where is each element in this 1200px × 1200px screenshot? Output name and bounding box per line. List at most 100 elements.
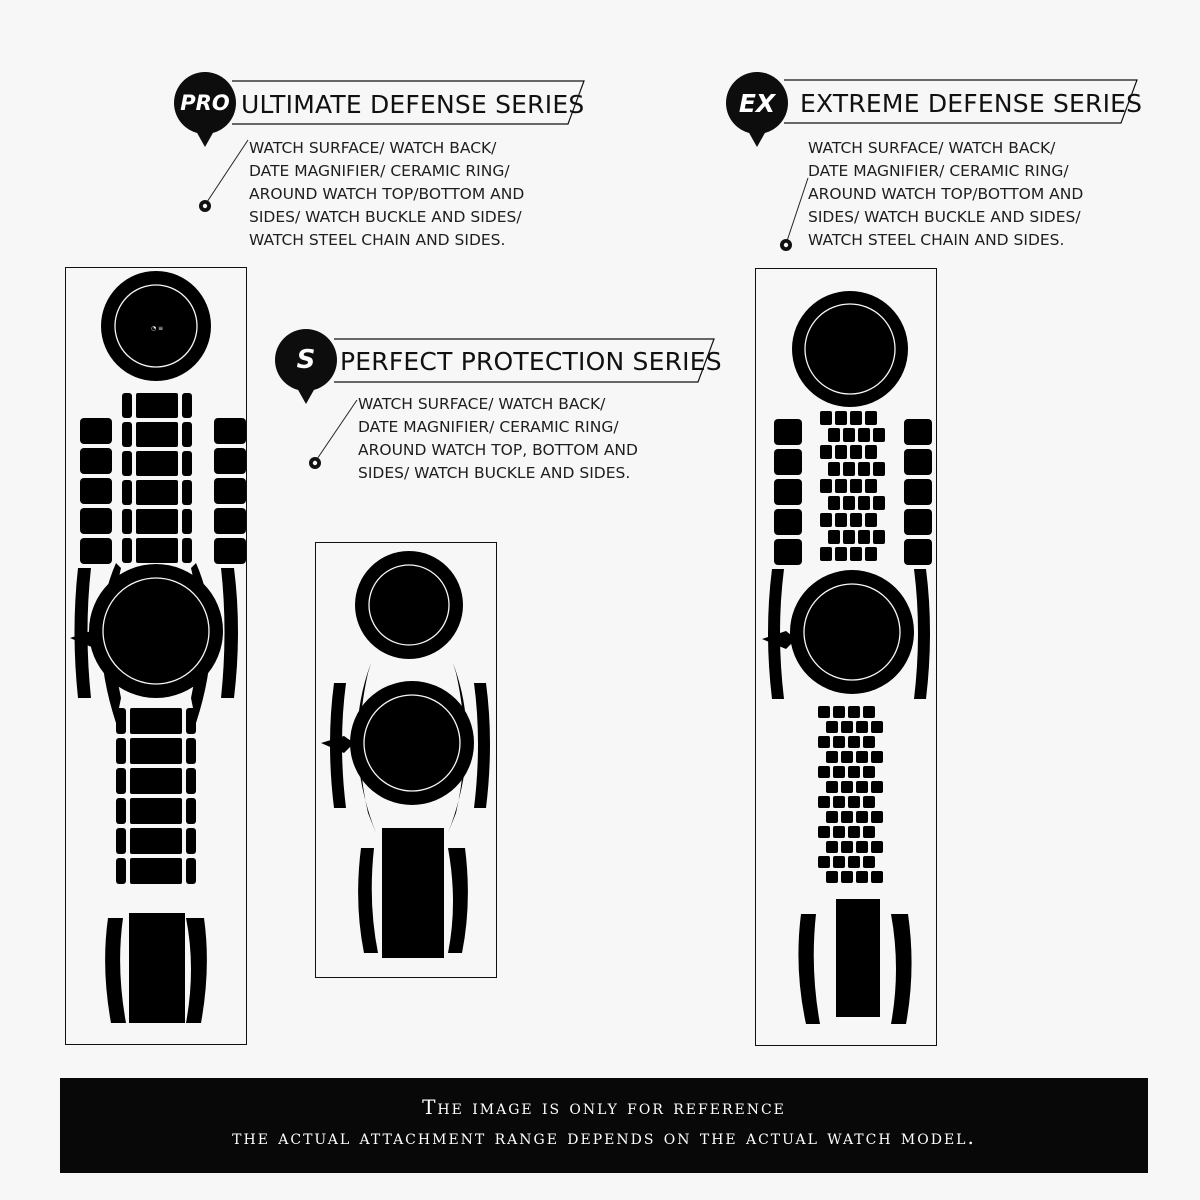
strap-segment — [826, 781, 838, 793]
strap-segment — [818, 736, 830, 748]
strap-segment — [871, 841, 883, 853]
strap-segment — [904, 479, 932, 505]
strap-segment — [214, 478, 246, 504]
strap-segment — [774, 449, 802, 475]
pro-desc-line: SIDES/ WATCH BUCKLE AND SIDES/ — [249, 208, 522, 226]
strap-segment — [774, 539, 802, 565]
strap-segment — [848, 796, 860, 808]
strap-segment — [186, 768, 196, 794]
strap-segment — [833, 766, 845, 778]
ex-desc-line: SIDES/ WATCH BUCKLE AND SIDES/ — [808, 208, 1081, 226]
strap-segment — [774, 479, 802, 505]
strap-segment — [865, 411, 877, 425]
strap-segment — [116, 828, 126, 854]
strap-segment — [182, 538, 192, 563]
strap-segment — [833, 736, 845, 748]
strap-segment — [856, 781, 868, 793]
strap-segment — [116, 858, 126, 884]
strap-segment — [841, 871, 853, 883]
strap-segment — [856, 811, 868, 823]
strap-segment — [182, 393, 192, 418]
s-film-pieces — [321, 551, 490, 958]
strap-segment — [848, 706, 860, 718]
strap-segment — [848, 856, 860, 868]
strap-segment — [856, 751, 868, 763]
strap-segment — [818, 766, 830, 778]
strap-segment — [80, 538, 112, 564]
strap-segment — [826, 811, 838, 823]
notice-line-1: The image is only for reference — [422, 1095, 786, 1119]
strap-segment — [865, 479, 877, 493]
strap-segment — [820, 445, 832, 459]
strap-segment — [841, 841, 853, 853]
strap-segment — [904, 539, 932, 565]
strap-segment — [873, 530, 885, 544]
strap-segment — [80, 478, 112, 504]
strap-segment — [833, 856, 845, 868]
strap-segment — [835, 445, 847, 459]
strap-segment — [136, 422, 178, 447]
strap-segment — [818, 856, 830, 868]
strap-segment — [818, 826, 830, 838]
ex-badge-icon: EX — [726, 72, 788, 147]
s-desc-line: WATCH SURFACE/ WATCH BACK/ — [358, 395, 606, 413]
ex-film-diagram — [755, 268, 937, 1046]
strap-segment — [865, 547, 877, 561]
strap-segment — [835, 479, 847, 493]
strap-segment — [186, 858, 196, 884]
svg-text:◔ ≡: ◔ ≡ — [151, 325, 163, 332]
strap-segment — [863, 796, 875, 808]
reference-notice-banner: The image is only for reference the actu… — [60, 1078, 1148, 1173]
strap-segment — [850, 547, 862, 561]
strap-segment — [856, 721, 868, 733]
strap-segment — [136, 393, 178, 418]
strap-segment — [826, 841, 838, 853]
ex-title-bar — [784, 79, 1138, 124]
strap-segment — [856, 841, 868, 853]
notice-line-2: the actual attachment range depends on t… — [232, 1125, 976, 1149]
strap-segment — [116, 708, 126, 734]
ex-film-pieces — [762, 291, 932, 1024]
ex-series-title: EXTREME DEFENSE SERIES — [800, 89, 1143, 118]
strap-segment — [186, 828, 196, 854]
pro-desc-line: WATCH STEEL CHAIN AND SIDES. — [249, 231, 506, 249]
strap-segment — [904, 419, 932, 445]
strap-segment — [820, 479, 832, 493]
strap-segment — [820, 547, 832, 561]
strap-segment — [820, 411, 832, 425]
ex-desc-line: WATCH SURFACE/ WATCH BACK/ — [808, 139, 1056, 157]
strap-segment — [820, 513, 832, 527]
strap-segment — [873, 428, 885, 442]
strap-segment — [130, 828, 182, 854]
strap-segment — [863, 856, 875, 868]
strap-segment — [850, 479, 862, 493]
s-desc-line: SIDES/ WATCH BUCKLE AND SIDES. — [358, 464, 631, 482]
strap-segment — [833, 706, 845, 718]
strap-segment — [116, 798, 126, 824]
strap-segment — [863, 706, 875, 718]
strap-segment — [904, 509, 932, 535]
pro-title-bar — [232, 80, 585, 125]
pro-badge-label: PRO — [180, 91, 230, 115]
strap-segment — [214, 508, 246, 534]
strap-segment — [904, 449, 932, 475]
strap-segment — [122, 480, 132, 505]
strap-segment — [122, 393, 132, 418]
strap-segment — [828, 496, 840, 510]
pro-badge-icon: PRO — [174, 72, 236, 147]
strap-segment — [826, 871, 838, 883]
ex-desc-line: DATE MAGNIFIER/ CERAMIC RING/ — [808, 162, 1069, 180]
strap-segment — [848, 826, 860, 838]
ex-desc-line: WATCH STEEL CHAIN AND SIDES. — [808, 231, 1065, 249]
strap-segment — [873, 462, 885, 476]
strap-segment — [835, 513, 847, 527]
strap-segment — [871, 811, 883, 823]
s-badge-label: S — [296, 345, 316, 375]
strap-segment — [843, 428, 855, 442]
strap-segment — [848, 736, 860, 748]
strap-segment — [214, 448, 246, 474]
strap-segment — [841, 811, 853, 823]
strap-segment — [136, 480, 178, 505]
pro-series-description: WATCH SURFACE/ WATCH BACK/ DATE MAGNIFIE… — [249, 137, 524, 252]
